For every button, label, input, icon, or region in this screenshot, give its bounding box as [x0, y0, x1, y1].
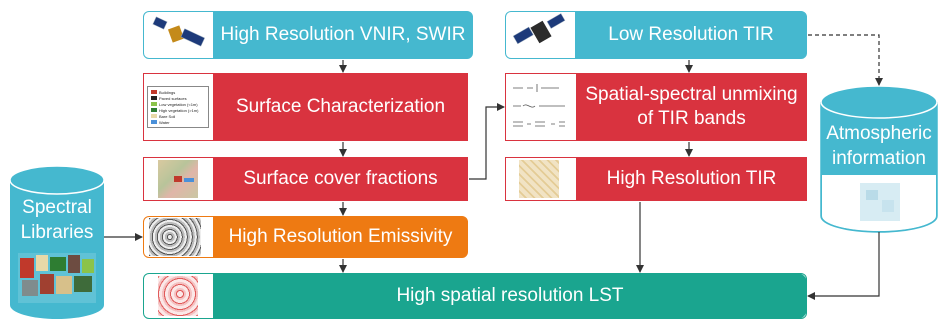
- legend-swatch: [151, 96, 157, 100]
- atmospheric-cylinder: [820, 85, 938, 233]
- cover-map-thumbnail: [158, 160, 198, 198]
- legend-swatch: [151, 120, 157, 124]
- atmo-label-line-2: information: [832, 147, 926, 169]
- lst-map-thumbnail: [158, 276, 198, 316]
- legend-entry: High vegetation (>1m): [151, 107, 205, 113]
- legend-swatch: [151, 108, 157, 112]
- legend-swatch: [151, 90, 157, 94]
- legend-label: Paved surfaces: [159, 95, 187, 101]
- cover-fractions-box: Surface cover fractions: [213, 157, 468, 201]
- low-tir-box: Low Resolution TIR: [575, 11, 807, 59]
- legend-label: Water: [159, 119, 170, 125]
- vnir-swir-box: High Resolution VNIR, SWIR: [213, 11, 473, 59]
- legend-entry: Buildings: [151, 89, 205, 95]
- spectral-libraries-label: Spectral Libraries: [10, 196, 104, 245]
- legend-entry: Bare Soil: [151, 113, 205, 119]
- legend-entry: Paved surfaces: [151, 95, 205, 101]
- legend-label: Bare Soil: [159, 113, 176, 119]
- spectral-label-line-1: Spectral: [22, 197, 92, 218]
- legend-entry: Low vegetation (<1m): [151, 101, 205, 107]
- surface-char-box: Surface Characterization: [213, 73, 468, 141]
- satellite-icon-2: [510, 13, 570, 57]
- atmo-label-line-1: Atmospheric: [826, 123, 932, 144]
- legend-swatch: [151, 114, 157, 118]
- tir-map-thumbnail: [519, 160, 559, 198]
- equations-thumbnail: [509, 76, 572, 138]
- atmospheric-label: Atmospheric information: [821, 122, 937, 171]
- spectral-label-line-2: Libraries: [20, 221, 94, 243]
- unmixing-line-2: of TIR bands: [637, 108, 746, 129]
- emissivity-map-thumbnail: [149, 218, 201, 256]
- satellite-icon: [148, 13, 208, 57]
- unmixing-line-1: Spatial-spectral unmixing: [585, 84, 798, 106]
- legend-label: Low vegetation (<1m): [159, 101, 198, 107]
- arrow-fractions-to-unmixing: [469, 103, 505, 180]
- legend-label: High vegetation (>1m): [159, 107, 199, 113]
- legend-label: Buildings: [159, 89, 176, 95]
- lst-box: High spatial resolution LST: [213, 273, 807, 319]
- arrow-atmospheric-to-lst: [807, 232, 880, 300]
- legend-entry: Water: [151, 119, 205, 125]
- legend-swatch: [151, 102, 157, 106]
- high-tir-box: High Resolution TIR: [576, 157, 807, 201]
- unmixing-box: Spatial-spectral unmixing of TIR bands: [576, 73, 807, 141]
- spectral-libraries-cylinder: [9, 165, 105, 319]
- arrow-lowtir-to-atmospheric: [808, 34, 883, 86]
- emissivity-box: High Resolution Emissivity: [213, 216, 468, 258]
